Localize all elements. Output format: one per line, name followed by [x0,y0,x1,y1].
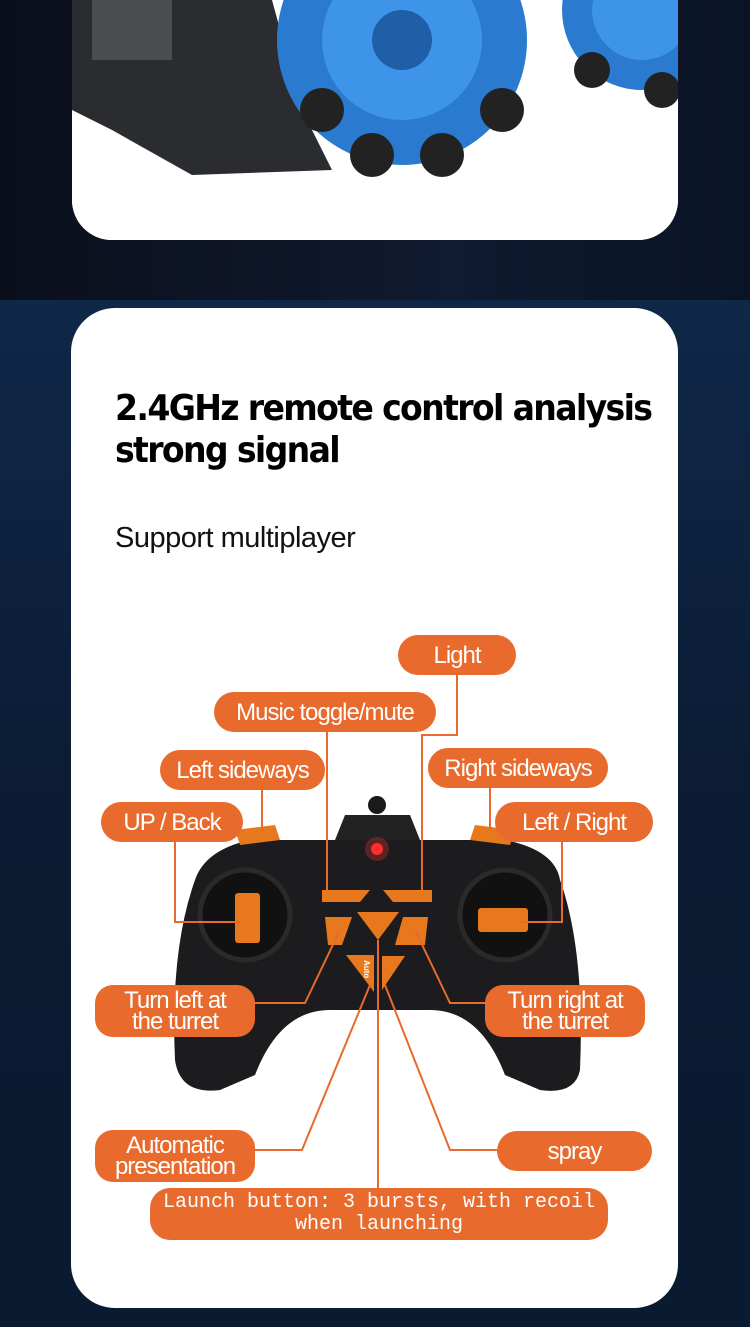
label-left-right: Left / Right [495,802,653,842]
left-shoulder-button[interactable] [235,825,280,845]
label-turn-right: Turn right at the turret [485,985,645,1037]
wheel-left [277,0,527,177]
page-title: 2.4GHz remote control analysis strong si… [115,388,653,472]
auto-button-label: Auto [362,960,371,978]
right-joystick[interactable] [478,908,528,932]
label-up-back: UP / Back [101,802,243,842]
left-joystick[interactable] [235,893,260,943]
wheel-right [562,0,678,108]
label-spray: spray [497,1131,652,1171]
label-turn-left-line1: Turn left at [124,987,227,1014]
callout-lines [174,674,563,1188]
label-light: Light [398,635,516,675]
label-auto-line1: Automatic [126,1132,225,1159]
label-launch-line1: Launch button: 3 bursts, with recoil [162,1191,596,1214]
music-button[interactable] [322,890,370,902]
label-turn-left-line2: the turret [131,1008,219,1035]
label-auto-line2: presentation [114,1153,236,1180]
rc-car-image [72,0,678,240]
label-turn-right-line1: Turn right at [507,987,623,1014]
product-image-card [72,0,678,240]
auto-button[interactable] [346,955,374,992]
label-automatic-presentation: Automatic presentation [95,1130,255,1182]
launch-button[interactable] [357,912,399,940]
subtitle: Support multiplayer [115,522,356,554]
title-line-1: 2.4GHz remote control analysis [115,388,653,429]
label-right-sideways: Right sideways [428,748,608,788]
label-turn-left: Turn left at the turret [95,985,255,1037]
label-left-sideways: Left sideways [160,750,325,790]
label-launch-button: Launch button: 3 bursts, with recoil whe… [150,1188,608,1240]
label-turn-right-line2: the turret [521,1008,609,1035]
title-line-2: strong signal [115,430,341,471]
label-music-toggle: Music toggle/mute [214,692,436,732]
spray-button[interactable] [382,956,405,990]
light-button[interactable] [383,890,432,902]
label-launch-line2: when launching [294,1213,464,1236]
